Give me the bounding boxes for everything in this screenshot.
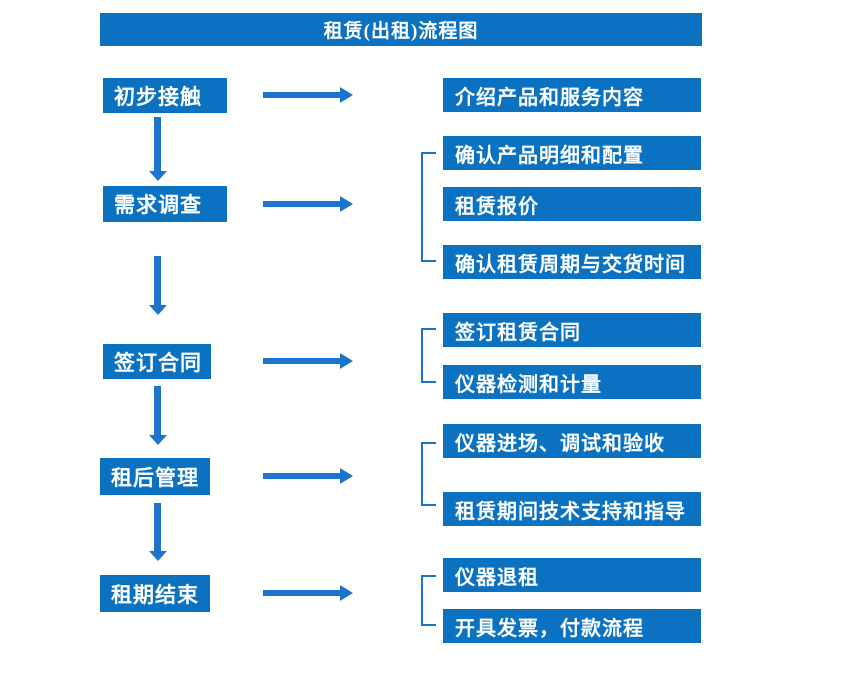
arrow-head-icon [340,468,353,484]
group-bracket-rental-end [421,575,436,626]
step-box-post-rental-management: 租后管理 [100,458,210,495]
detail-label: 确认产品明细和配置 [455,144,644,167]
detail-label: 开具发票，付款流程 [455,617,644,640]
detail-box-instrument-testing: 仪器检测和计量 [443,365,701,399]
detail-box-sign-rental-contract: 签订租赁合同 [443,313,701,347]
step-label: 签订合同 [114,350,202,375]
detail-box-introduce-products: 介绍产品和服务内容 [443,78,701,112]
step-label: 租期结束 [111,582,199,607]
right-arrow-1 [263,87,353,103]
arrow-shaft [154,256,161,305]
arrow-head-icon [340,196,353,212]
arrow-head-icon [148,435,167,445]
arrow-head-icon [340,353,353,369]
down-arrow-2 [148,256,167,315]
group-bracket-sign-contract [421,328,436,383]
arrow-shaft [263,358,340,364]
arrow-shaft [154,503,161,551]
arrow-head-icon [148,171,167,181]
right-arrow-5 [263,585,353,601]
step-label: 租后管理 [111,465,199,490]
right-arrow-2 [263,196,353,212]
step-box-rental-period-end: 租期结束 [100,575,210,612]
group-bracket-demand-survey [421,152,436,262]
arrow-shaft [263,201,340,207]
detail-label: 租赁报价 [455,195,539,218]
down-arrow-1 [148,117,167,181]
detail-box-invoice-payment: 开具发票，付款流程 [443,609,701,643]
detail-box-rental-quotation: 租赁报价 [443,187,701,221]
detail-box-confirm-product-config: 确认产品明细和配置 [443,136,701,170]
arrow-head-icon [148,305,167,315]
arrow-shaft [263,590,340,596]
step-box-initial-contact: 初步接触 [103,78,227,113]
detail-label: 租赁期间技术支持和指导 [455,500,686,523]
arrow-head-icon [340,585,353,601]
down-arrow-3 [148,386,167,445]
arrow-head-icon [340,87,353,103]
title-bar: 租赁(出租)流程图 [100,13,702,46]
arrow-shaft [263,92,340,98]
detail-box-confirm-period-delivery: 确认租赁周期与交货时间 [443,245,701,279]
arrow-shaft [263,473,340,479]
down-arrow-4 [148,503,167,561]
right-arrow-3 [263,353,353,369]
arrow-head-icon [148,551,167,561]
detail-label: 介绍产品和服务内容 [455,86,644,109]
detail-box-instrument-return: 仪器退租 [443,558,701,592]
detail-box-technical-support: 租赁期间技术支持和指导 [443,492,701,526]
detail-label: 仪器进场、调试和验收 [455,432,665,455]
detail-label: 仪器退租 [455,566,539,589]
step-box-demand-survey: 需求调查 [103,186,227,222]
detail-label: 签订租赁合同 [455,321,581,344]
detail-label: 确认租赁周期与交货时间 [455,253,686,276]
arrow-shaft [154,117,161,171]
detail-label: 仪器检测和计量 [455,373,602,396]
step-label: 需求调查 [114,193,202,217]
step-box-sign-contract: 签订合同 [103,344,211,379]
detail-box-instrument-setup-acceptance: 仪器进场、调试和验收 [443,424,701,458]
group-bracket-post-rental [421,442,436,506]
step-label: 初步接触 [114,84,202,109]
right-arrow-4 [263,468,353,484]
page-title: 租赁(出租)流程图 [323,21,479,42]
arrow-shaft [154,386,161,435]
